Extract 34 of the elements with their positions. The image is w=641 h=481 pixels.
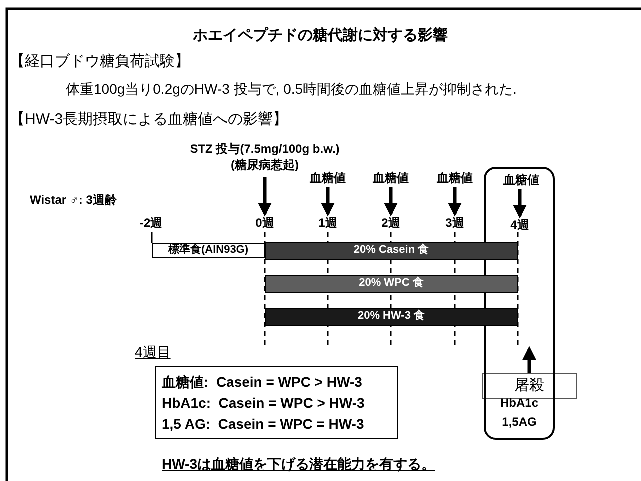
diet-bar: 標準食(AIN93G) — [152, 243, 265, 258]
label-box: 屠殺 — [482, 373, 577, 399]
diet-bar: 20% WPC 食 — [265, 275, 518, 293]
arrow — [384, 187, 398, 217]
event-label: 血糖値 — [300, 170, 356, 186]
week-label: 3週 — [437, 215, 473, 231]
arrow — [522, 346, 536, 373]
arrow — [448, 187, 462, 217]
section-heading: 【経口ブドウ糖負荷試験】 — [10, 52, 190, 71]
event-label: 血糖値 — [363, 170, 419, 186]
week-label: 4週 — [502, 217, 538, 233]
result-box — [155, 366, 398, 439]
title: ホエイペプチドの糖代謝に対する影響 — [192, 26, 449, 45]
result-text: 体重100g当り0.2gのHW-3 投与で, 0.5時間後の血糖値上昇が抑制された. — [66, 81, 517, 99]
result-line: HbA1c: Casein = WPC > HW-3 — [162, 394, 365, 413]
event-label: 血糖値 — [427, 170, 483, 186]
result-line: 血糖値: Casein = WPC > HW-3 — [162, 373, 362, 392]
diet-bar: 20% Casein 食 — [265, 242, 518, 260]
section-label: 4週目 — [135, 344, 171, 362]
result-line: 1,5 AG: Casein = WPC = HW-3 — [162, 415, 364, 434]
week-label: 1週 — [310, 215, 346, 231]
arrow — [513, 189, 527, 219]
arrow — [258, 177, 272, 217]
section-heading: 【HW-3長期摂取による血糖値への影響】 — [10, 110, 288, 129]
week-label: -2週 — [140, 215, 163, 232]
week-label: 0週 — [247, 215, 283, 231]
arrow — [321, 187, 335, 217]
animal-label: Wistar ♂: 3週齢 — [30, 192, 117, 209]
week-label: 2週 — [373, 215, 409, 231]
conclusion-text: HW-3は血糖値を下げる潜在能力を有する。 — [162, 456, 436, 474]
event-label: STZ 投与(7.5mg/100g b.w.) — [189, 141, 341, 157]
event-label: (糖尿病惹起) — [230, 157, 300, 173]
event-label: 血糖値 — [492, 172, 551, 188]
diet-bar: 20% HW-3 食 — [265, 308, 518, 326]
